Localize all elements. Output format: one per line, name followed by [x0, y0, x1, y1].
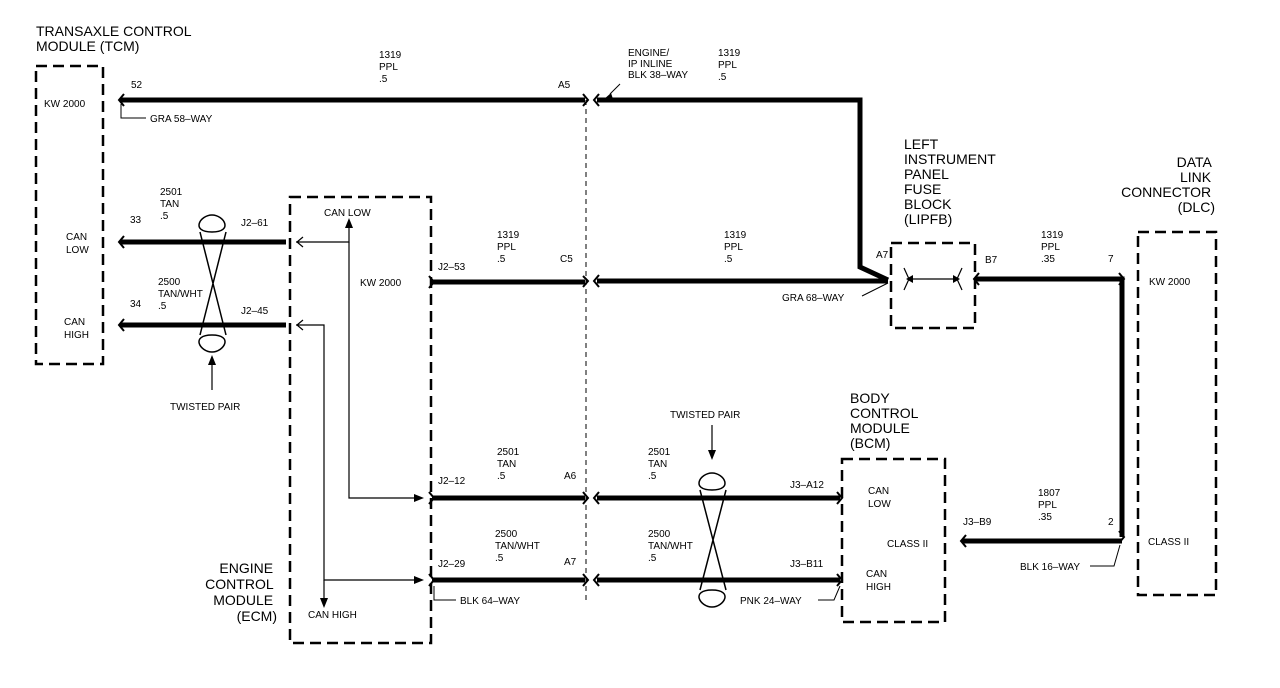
- bcm-protocol: CLASS II: [887, 539, 928, 550]
- bcm-connector-label: PNK 24–WAY: [740, 596, 802, 607]
- tcm-title: TRANSAXLE CONTROL MODULE (TCM): [36, 23, 195, 54]
- wire-label-2500-b: 2500 TAN/WHT .5: [495, 529, 542, 564]
- tcm-can-low-label: CAN LOW: [66, 232, 90, 256]
- bcm-title: BODY CONTROL MODULE (BCM): [850, 390, 922, 451]
- pin-dlc-2: 2: [1108, 517, 1114, 528]
- pin-ecm-j2-45: J2–45: [241, 306, 269, 317]
- tcm-connector-label: GRA 58–WAY: [150, 114, 213, 125]
- wire-label-2501-a: 2501 TAN .5: [160, 187, 185, 222]
- lipfb-box: [889, 241, 977, 330]
- wire-label-2501-b: 2501 TAN .5: [497, 447, 522, 482]
- pin-lipfb-a7: A7: [876, 250, 889, 261]
- ecm-title: ENGINE CONTROL MODULE (ECM): [205, 560, 277, 624]
- twisted-pair-left-symbol: [198, 214, 227, 353]
- dlc-protocol-bottom: CLASS II: [1148, 537, 1189, 548]
- wire-1319-lipfb-to-dlc: [976, 276, 1125, 537]
- dlc-title: DATA LINK CONNECTOR (DLC): [1121, 154, 1215, 215]
- ecm-connector-label: BLK 64–WAY: [460, 596, 520, 607]
- wire-label-1807: 1807 PPL .35: [1038, 488, 1063, 523]
- twisted-pair-right-label: TWISTED PAIR: [670, 410, 740, 421]
- pin-dlc-7: 7: [1108, 254, 1114, 265]
- pin-ecm-j2-29: J2–29: [438, 559, 466, 570]
- pin-tcm-33: 33: [130, 215, 142, 226]
- bcm-box: [840, 457, 947, 624]
- wire-label-1319-d: 1319 PPL .5: [724, 230, 749, 265]
- dlc-protocol-top: KW 2000: [1149, 277, 1191, 288]
- lipfb-connector-label: GRA 68–WAY: [782, 293, 845, 304]
- pin-tcm-52: 52: [131, 80, 143, 91]
- dlc-connector-label: BLK 16–WAY: [1020, 562, 1080, 573]
- ecm-internal-network: [296, 218, 424, 608]
- wire-label-2500-a: 2500 TAN/WHT .5: [158, 277, 205, 312]
- twisted-pair-left-label: TWISTED PAIR: [170, 402, 240, 413]
- tcm-can-high-label: CAN HIGH: [64, 317, 89, 341]
- pin-tcm-34: 34: [130, 299, 142, 310]
- twisted-pair-right-symbol: [698, 472, 727, 608]
- twisted-pair-right-arrowhead: [708, 450, 716, 460]
- ecm-can-high-label: CAN HIGH: [308, 610, 357, 621]
- dlc-box: [1136, 230, 1218, 597]
- callout-leaders: [120, 83, 1121, 601]
- pin-inline-a6: A6: [564, 471, 577, 482]
- pin-inline-a7: A7: [564, 557, 577, 568]
- lipfb-title: LEFT INSTRUMENT PANEL FUSE BLOCK (LIPFB): [904, 136, 999, 227]
- ip-inline-connector-label: ENGINE/ IP INLINE BLK 38–WAY: [628, 48, 688, 81]
- inline-callout-arrowhead: [603, 93, 613, 100]
- pin-bcm-j3-b9: J3–B9: [963, 517, 992, 528]
- wire-label-2500-c: 2500 TAN/WHT .5: [648, 529, 695, 564]
- pin-bcm-j3-a12: J3–A12: [790, 480, 824, 491]
- wire-1319-inline-to-lipfb: [597, 97, 890, 283]
- bcm-can-low-label: CAN LOW: [868, 486, 892, 510]
- wire-label-1319-a: 1319 PPL .5: [379, 50, 404, 85]
- pin-ecm-j2-61: J2–61: [241, 218, 269, 229]
- pin-inline-a5: A5: [558, 80, 571, 91]
- wire-label-1319-e: 1319 PPL .35: [1041, 230, 1066, 265]
- ecm-box: [288, 195, 433, 645]
- wire-label-1319-c: 1319 PPL .5: [497, 230, 522, 265]
- pin-ecm-j2-53: J2–53: [438, 262, 466, 273]
- twisted-pair-left-arrowhead: [208, 355, 216, 365]
- connector-chevrons: [117, 93, 1126, 587]
- wire-label-2501-c: 2501 TAN .5: [648, 447, 673, 482]
- ecm-protocol: KW 2000: [360, 278, 402, 289]
- bcm-can-high-label: CAN HIGH: [866, 569, 891, 593]
- tcm-protocol: KW 2000: [44, 99, 86, 110]
- tcm-box: [34, 64, 105, 366]
- ecm-can-low-label: CAN LOW: [324, 208, 371, 219]
- pin-inline-c5: C5: [560, 254, 573, 265]
- pin-ecm-j2-12: J2–12: [438, 476, 466, 487]
- pin-bcm-j3-b11: J3–B11: [790, 559, 824, 570]
- wire-label-1319-b: 1319 PPL .5: [718, 48, 743, 83]
- lipfb-internal-jumper: [903, 267, 963, 291]
- pin-lipfb-b7: B7: [985, 255, 998, 266]
